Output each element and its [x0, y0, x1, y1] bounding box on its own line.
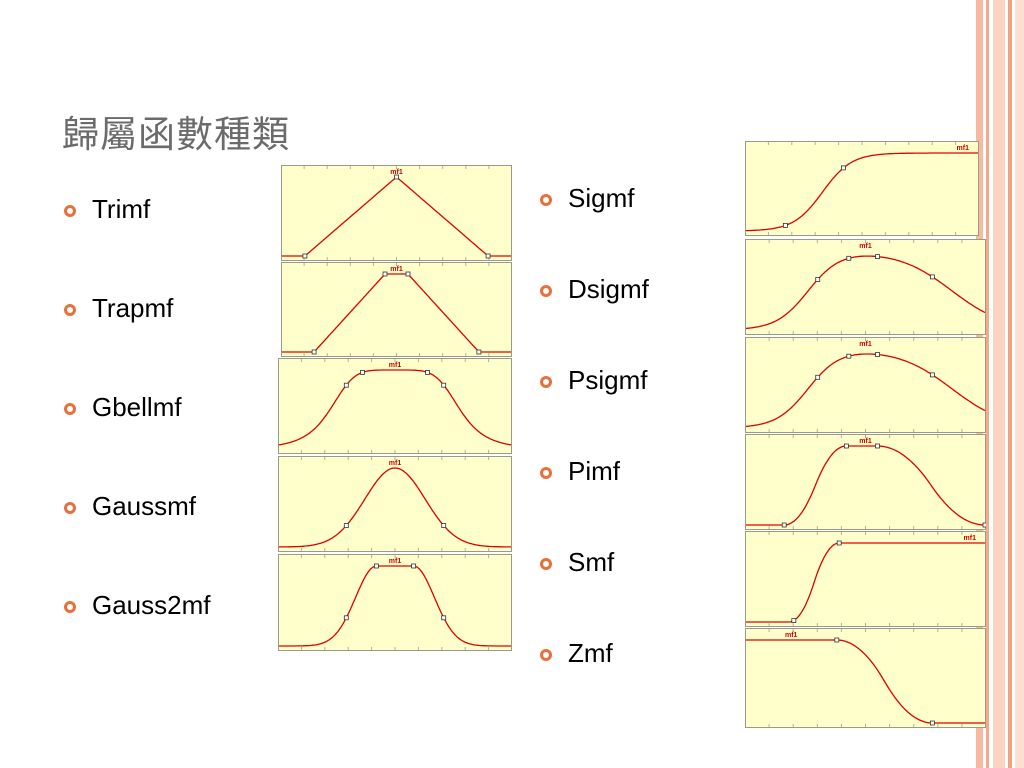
- curve-marker: [844, 443, 849, 449]
- membership-curve: [282, 273, 511, 353]
- curve-marker: [441, 615, 447, 621]
- bullet-circle-icon: [540, 194, 552, 206]
- curve-marker: [441, 382, 447, 388]
- bullet-circle-icon: [64, 304, 76, 316]
- plot-label: mf1: [389, 362, 402, 369]
- membership-curve: [278, 467, 512, 548]
- plot-label: mf1: [389, 558, 402, 565]
- bullet-label: Dsigmf: [568, 274, 649, 304]
- plot-background: [745, 141, 979, 236]
- curve-marker: [846, 255, 852, 261]
- plot-background: [281, 165, 512, 261]
- plot-label: mf1: [859, 341, 872, 348]
- plot-trimf: mf1: [281, 165, 512, 261]
- plot-pimf: mf1: [745, 434, 986, 530]
- bullet-circle-icon: [540, 285, 552, 297]
- curve-marker: [836, 540, 842, 546]
- curve-marker: [875, 352, 880, 357]
- bullet-circle-icon: [64, 403, 76, 415]
- plot-background: [281, 262, 512, 357]
- plot-background: [745, 531, 986, 627]
- plot-background: [745, 434, 986, 530]
- membership-curve: [746, 542, 985, 623]
- plot-background: [278, 456, 512, 552]
- curve-marker: [360, 369, 365, 375]
- bullet-label: Gaussmf: [92, 491, 197, 521]
- plot-zmf: mf1: [745, 628, 986, 728]
- bullet-label: Trapmf: [92, 293, 174, 323]
- membership-curve: [746, 639, 985, 724]
- curve-marker: [815, 277, 821, 282]
- curve-marker: [929, 372, 935, 378]
- bullet-circle-icon: [64, 502, 76, 514]
- curve-marker: [875, 443, 880, 449]
- bullet-circle-icon: [64, 601, 76, 613]
- curve-marker: [343, 615, 349, 621]
- plot-label: mf1: [859, 243, 872, 250]
- curve-marker: [875, 254, 880, 260]
- plot-background: [278, 358, 512, 454]
- curve-marker: [791, 618, 797, 623]
- plot-gaussmf: mf1: [278, 456, 512, 552]
- membership-curve: [745, 255, 986, 330]
- bullet-label: Pimf: [568, 456, 620, 486]
- membership-curve: [745, 353, 986, 428]
- bullet-label: Smf: [568, 547, 615, 577]
- bullet-label: Gauss2mf: [92, 590, 211, 620]
- curve-marker: [374, 563, 379, 569]
- curve-marker: [485, 253, 491, 259]
- membership-curve: [278, 369, 512, 446]
- plot-label: mf1: [964, 535, 977, 542]
- bullet-circle-icon: [540, 467, 552, 479]
- plot-label: mf1: [390, 266, 403, 273]
- bullet-circle-icon: [540, 558, 552, 570]
- curve-marker: [382, 271, 388, 277]
- bullet-label: Sigmf: [568, 183, 635, 213]
- plot-background: [745, 337, 986, 433]
- plot-background: [745, 628, 986, 728]
- bullet-label: Gbellmf: [92, 392, 182, 422]
- bullet-label: Zmf: [568, 638, 613, 668]
- curve-marker: [929, 274, 935, 280]
- curve-marker: [783, 223, 788, 228]
- plot-gbellmf: mf1: [278, 358, 512, 454]
- curve-marker: [929, 720, 935, 726]
- curve-marker: [834, 637, 840, 643]
- plot-background: [278, 554, 512, 651]
- plot-label: mf1: [957, 145, 970, 152]
- curve-marker: [302, 253, 308, 259]
- curve-marker: [343, 382, 349, 388]
- plot-label: mf1: [389, 460, 402, 467]
- plot-gauss2mf: mf1: [278, 554, 512, 651]
- curve-marker: [311, 349, 317, 355]
- plot-dsigmf: mf1: [745, 239, 986, 335]
- plot-background: [745, 239, 986, 335]
- curve-marker: [476, 349, 482, 355]
- curve-marker: [982, 522, 986, 528]
- bullet-circle-icon: [64, 205, 76, 217]
- plot-label: mf1: [859, 438, 872, 445]
- curve-marker: [411, 563, 417, 569]
- curve-marker: [781, 522, 787, 528]
- plot-psigmf: mf1: [745, 337, 986, 433]
- curve-marker: [846, 353, 852, 359]
- curve-marker: [405, 271, 411, 277]
- curve-marker: [841, 165, 846, 171]
- plot-label: mf1: [785, 632, 798, 639]
- curve-marker: [425, 369, 430, 375]
- plot-smf: mf1: [745, 531, 986, 627]
- membership-curve: [279, 565, 511, 647]
- bullet-label: Psigmf: [568, 365, 648, 395]
- plot-trapmf: mf1: [281, 262, 512, 357]
- curve-marker: [815, 374, 821, 380]
- curve-marker: [343, 523, 349, 528]
- page-title: 歸屬函數種類: [62, 113, 290, 156]
- curve-marker: [394, 174, 399, 180]
- curve-marker: [441, 523, 447, 528]
- plot-label: mf1: [390, 169, 403, 176]
- bullet-circle-icon: [540, 649, 552, 661]
- plot-sigmf: mf1: [745, 141, 979, 236]
- bullet-circle-icon: [540, 376, 552, 388]
- bullet-label: Trimf: [92, 194, 151, 224]
